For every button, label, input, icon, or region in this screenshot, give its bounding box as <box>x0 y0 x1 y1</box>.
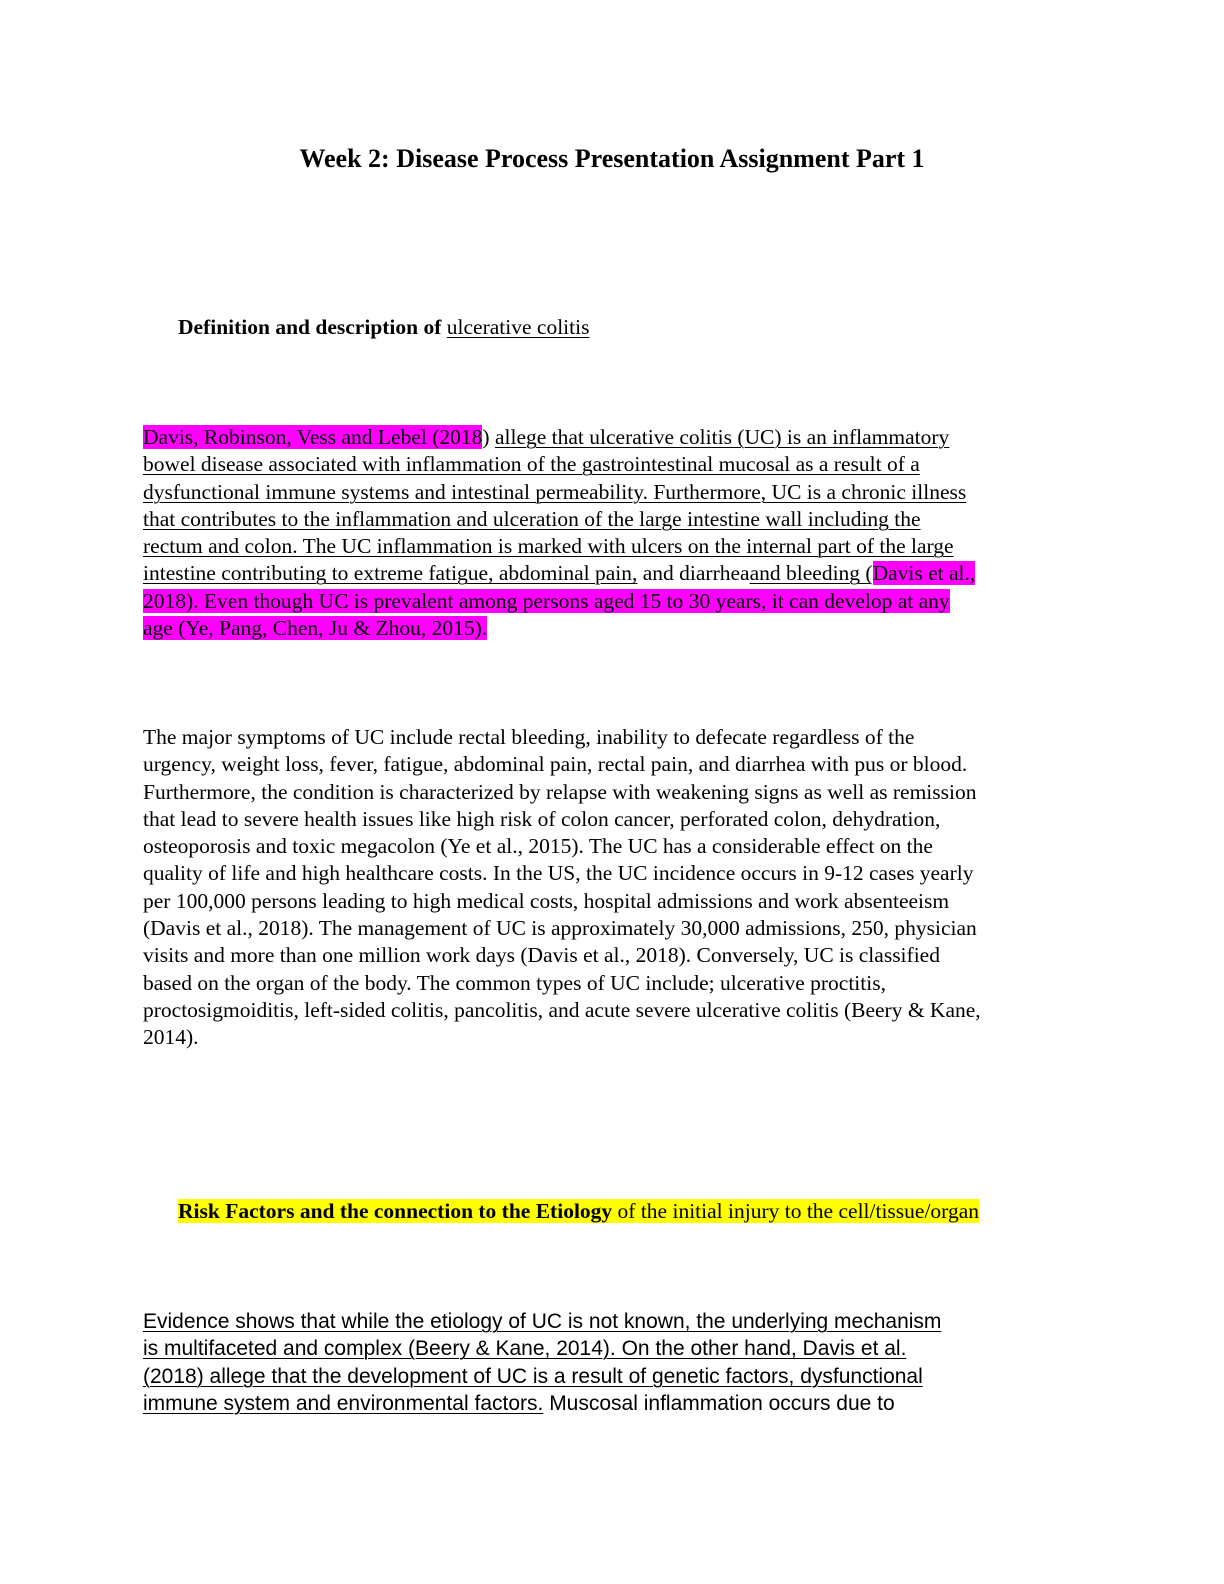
paragraph-line: that lead to severe health issues like h… <box>143 806 941 831</box>
paragraph-line: visits and more than one million work da… <box>143 943 940 968</box>
underlined-text: immune system and environmental factors. <box>143 1391 544 1415</box>
paragraph-line: proctosigmoiditis, left-sided colitis, p… <box>143 997 981 1022</box>
section-heading-risk-factors: Risk Factors and the connection to the E… <box>178 1197 979 1225</box>
heading-bold-text: Risk Factors and the connection to the E… <box>178 1199 613 1223</box>
paragraph-line: osteoporosis and toxic megacolon (Ye et … <box>143 834 933 859</box>
paragraph-line: (2018) allege that the development of UC… <box>143 1364 923 1388</box>
heading-plain-text: of the initial injury to the cell/tissue… <box>617 1199 979 1223</box>
highlighted-citation: Davis et al., <box>872 561 976 586</box>
paragraph-line: based on the organ of the body. The comm… <box>143 970 886 995</box>
highlighted-citation: Davis, Robinson, Vess and Lebel (2018 <box>143 425 483 449</box>
highlighted-text: age (Ye, Pang, Chen, Ju & Zhou, 2015). <box>143 616 488 641</box>
paragraph-line: rectum and colon. The UC inflammation is… <box>143 534 954 559</box>
paragraph-line: Davis, Robinson, Vess and Lebel (2018) a… <box>143 424 1073 451</box>
highlighted-heading: Risk Factors and the connection to the E… <box>178 1199 979 1223</box>
paragraph-line: intestine contributing to extreme fatigu… <box>143 560 1073 587</box>
heading-underlined-text: ulcerative colitis <box>446 315 590 339</box>
paragraph-line: urgency, weight loss, fever, fatigue, ab… <box>143 752 968 777</box>
paragraph-definition: Davis, Robinson, Vess and Lebel (2018) a… <box>143 424 1073 642</box>
paragraph-line: age (Ye, Pang, Chen, Ju & Zhou, 2015). <box>143 615 1073 642</box>
heading-bold-text: Definition and description of <box>178 315 442 339</box>
paragraph-line: quality of life and high healthcare cost… <box>143 861 974 886</box>
paragraph-line: (Davis et al., 2018). The management of … <box>143 916 977 941</box>
paragraph-etiology: Evidence shows that while the etiology o… <box>143 1308 1053 1417</box>
paragraph-symptoms: The major symptoms of UC include rectal … <box>143 724 1073 1052</box>
highlighted-text: 2018). Even though UC is prevalent among… <box>143 588 950 613</box>
section-heading-definition: Definition and description of ulcerative… <box>178 313 589 341</box>
paragraph-line: 2018). Even though UC is prevalent among… <box>143 588 1073 615</box>
paragraph-line: per 100,000 persons leading to high medi… <box>143 888 950 913</box>
plain-text: and diarrhea <box>642 561 750 586</box>
document-title: Week 2: Disease Process Presentation Ass… <box>299 144 925 173</box>
plain-text: Muscosal inflammation occurs due to <box>549 1391 895 1415</box>
paragraph-line: The major symptoms of UC include rectal … <box>143 725 915 749</box>
paragraph-line: dysfunctional immune systems and intesti… <box>143 479 967 504</box>
paragraph-line: 2014). <box>143 1025 199 1050</box>
paragraph-line: Evidence shows that while the etiology o… <box>143 1310 942 1333</box>
plain-text: ) <box>482 425 490 449</box>
paragraph-line: immune system and environmental factors.… <box>143 1390 1053 1417</box>
paragraph-line: is multifaceted and complex (Beery & Kan… <box>143 1337 907 1361</box>
underlined-text: intestine contributing to extreme fatigu… <box>143 561 638 586</box>
paragraph-line: bowel disease associated with inflammati… <box>143 452 920 477</box>
paragraph-line: that contributes to the inflammation and… <box>143 506 921 531</box>
underlined-text: allege that ulcerative colitis (UC) is a… <box>494 425 950 449</box>
underlined-text: and bleeding ( <box>749 561 873 586</box>
paragraph-line: Furthermore, the condition is characteri… <box>143 779 977 804</box>
